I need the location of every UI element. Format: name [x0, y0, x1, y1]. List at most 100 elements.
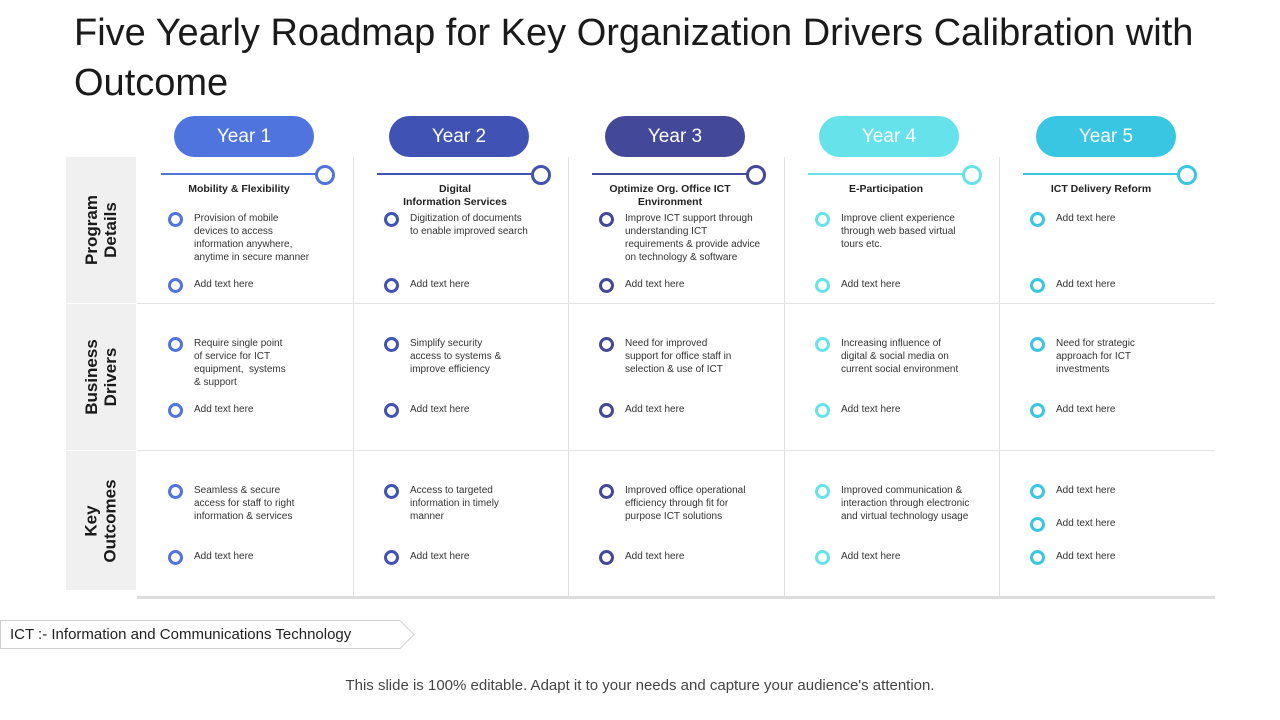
milestone-circle-icon — [531, 165, 551, 185]
bullet-circle-icon — [815, 337, 830, 352]
column-divider — [568, 157, 569, 597]
bullet-text: Require single point of service for ICT … — [194, 338, 286, 388]
bullet-circle-icon — [1030, 212, 1045, 227]
bullet-text: Improve ICT support through understandin… — [625, 213, 761, 263]
column-header: E-Participation — [784, 163, 999, 213]
bullet-circle-icon — [599, 212, 614, 227]
column-header-title: Mobility & Flexibility — [188, 183, 290, 195]
column-divider — [784, 157, 785, 597]
bullet-text: Increasing influence of digital & social… — [841, 338, 959, 375]
row-label: Key Outcomes — [82, 478, 121, 563]
column-header: Digital Information Services — [353, 163, 568, 213]
bullet-circle-icon — [168, 484, 183, 499]
bullet-text: Add text here — [625, 551, 685, 562]
bullet-text: Add text here — [194, 279, 254, 290]
bullet-text: Add text here — [410, 404, 470, 415]
column-header-title: ICT Delivery Reform — [1050, 183, 1152, 195]
bullet-circle-icon — [384, 484, 399, 499]
bullet-circle-icon — [168, 212, 183, 227]
bullet-text: Access to targeted information in timely… — [410, 485, 499, 522]
milestone-circle-icon — [315, 165, 335, 185]
bullet-circle-icon — [1030, 550, 1045, 565]
bullet-circle-icon — [1030, 278, 1045, 293]
milestone-circle-icon — [746, 165, 766, 185]
footer-note: This slide is 100% editable. Adapt it to… — [345, 677, 935, 694]
slide-title: Five Yearly Roadmap for Key Organization… — [74, 12, 1194, 104]
row-label-box: Program Details — [66, 157, 136, 303]
ict-definition-text: ICT :- Information and Communications Te… — [10, 626, 352, 643]
year-pill-3: Year 3 — [605, 116, 745, 157]
bullet-circle-icon — [599, 550, 614, 565]
column-header: Mobility & Flexibility — [137, 163, 352, 213]
year-pill-5: Year 5 — [1036, 116, 1176, 157]
bullet-text: Add text here — [841, 404, 901, 415]
bullet-circle-icon — [384, 403, 399, 418]
tag-arrow-shape — [0, 620, 415, 649]
bullet-circle-icon — [168, 337, 183, 352]
row-divider — [137, 450, 1215, 451]
row-label: Business Drivers — [82, 339, 120, 415]
bullet-text: Need for strategic approach for ICT inve… — [1056, 338, 1135, 375]
bullet-circle-icon — [384, 278, 399, 293]
column-header-title: E-Participation — [848, 183, 924, 195]
bullet-circle-icon — [384, 550, 399, 565]
bullet-text: Provision of mobile devices to access in… — [194, 213, 310, 263]
bullet-text: Improved communication & interaction thr… — [841, 485, 970, 522]
column-header: Optimize Org. Office ICT Environment — [568, 163, 783, 213]
header-connector-line — [808, 173, 964, 175]
bullet-text: Add text here — [1056, 551, 1116, 562]
row-label-box: Key Outcomes — [66, 451, 136, 590]
bullet-circle-icon — [1030, 517, 1045, 532]
bullet-text: Add text here — [1056, 279, 1116, 290]
bullet-text: Add text here — [1056, 518, 1116, 529]
bullet-circle-icon — [384, 337, 399, 352]
bullet-text: Add text here — [625, 279, 685, 290]
bullet-circle-icon — [815, 212, 830, 227]
bullet-text: Add text here — [1056, 213, 1116, 224]
bullet-text: Seamless & secure access for staff to ri… — [194, 485, 295, 522]
column-header-title: Digital Information Services — [403, 183, 507, 208]
bullet-text: Add text here — [194, 551, 254, 562]
bullet-text: Add text here — [410, 279, 470, 290]
header-connector-line — [592, 173, 748, 175]
year-pill-1: Year 1 — [174, 116, 314, 157]
bullet-circle-icon — [815, 484, 830, 499]
table-bottom-border — [137, 596, 1215, 599]
milestone-circle-icon — [962, 165, 982, 185]
bullet-circle-icon — [815, 403, 830, 418]
bullet-circle-icon — [168, 550, 183, 565]
bullet-circle-icon — [1030, 403, 1045, 418]
header-connector-line — [1023, 173, 1179, 175]
bullet-text: Add text here — [410, 551, 470, 562]
row-label-box: Business Drivers — [66, 304, 136, 450]
bullet-circle-icon — [1030, 337, 1045, 352]
column-header-title: Optimize Org. Office ICT Environment — [609, 183, 731, 208]
bullet-circle-icon — [168, 403, 183, 418]
bullet-text: Add text here — [625, 404, 685, 415]
row-divider — [137, 303, 1215, 304]
bullet-circle-icon — [815, 550, 830, 565]
bullet-circle-icon — [815, 278, 830, 293]
column-header: ICT Delivery Reform — [999, 163, 1214, 213]
bullet-text: Simplify security access to systems & im… — [410, 338, 502, 375]
bullet-circle-icon — [168, 278, 183, 293]
bullet-text: Improve client experience through web ba… — [841, 213, 956, 250]
year-pill-2: Year 2 — [389, 116, 529, 157]
bullet-text: Improved office operational efficiency t… — [625, 485, 746, 522]
row-label: Program Details — [81, 195, 120, 265]
bullet-text: Add text here — [1056, 485, 1116, 496]
bullet-circle-icon — [384, 212, 399, 227]
bullet-circle-icon — [1030, 484, 1045, 499]
year-pill-4: Year 4 — [819, 116, 959, 157]
bullet-text: Add text here — [841, 551, 901, 562]
milestone-circle-icon — [1177, 165, 1197, 185]
bullet-circle-icon — [599, 484, 614, 499]
year-header-row: Year 1 Year 2 Year 3 Year 4 Year 5 — [137, 116, 1215, 157]
bullet-text: Add text here — [841, 279, 901, 290]
column-divider — [999, 157, 1000, 597]
column-divider — [353, 157, 354, 597]
header-connector-line — [161, 173, 317, 175]
bullet-text: Need for improved support for office sta… — [625, 338, 732, 375]
bullet-circle-icon — [599, 337, 614, 352]
ict-definition-tag: ICT :- Information and Communications Te… — [0, 620, 415, 649]
